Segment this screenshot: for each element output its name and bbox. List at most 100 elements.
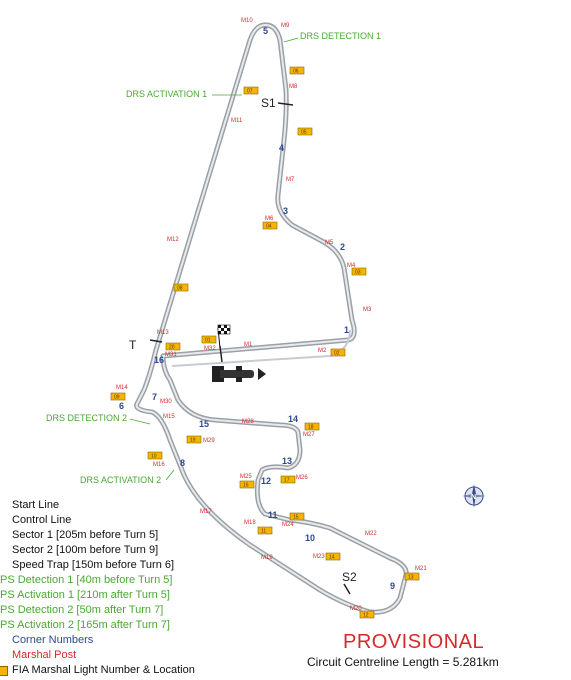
marshal-post: M28 (242, 419, 254, 425)
marshal-post: M21 (415, 566, 427, 572)
marshal-light: 01 (201, 335, 217, 344)
marshal-light: 04 (262, 221, 278, 230)
sector-2-line (343, 583, 351, 595)
compass-icon: N (462, 484, 486, 508)
svg-text:06: 06 (293, 69, 299, 75)
drs-detection-1-label: DRS DETECTION 1 (300, 31, 381, 41)
marshal-posts: M1 M2 M3 M4 M5 M6 M7 M8 M9 M10 M11 M12 M… (116, 18, 427, 612)
svg-text:12: 12 (363, 613, 369, 619)
sector-1-label: S1 (261, 96, 276, 110)
corner-number: 3 (283, 206, 288, 216)
svg-text:13: 13 (408, 575, 414, 581)
marshal-light: 19 (186, 435, 202, 444)
corner-number: 10 (305, 533, 315, 543)
legend-item: PS Detection 1 [40m before Turn 5] (0, 574, 173, 586)
marshal-post: M7 (286, 177, 295, 183)
marshal-post: M3 (363, 307, 372, 313)
marshal-light: 07 (243, 86, 259, 95)
drs-detection-2-label: DRS DETECTION 2 (46, 413, 127, 423)
marshal-post: M31 (165, 352, 177, 358)
marshal-light: 08 (173, 283, 189, 292)
marshal-post: M30 (160, 399, 172, 405)
svg-text:09: 09 (114, 395, 120, 401)
sector-1-line (277, 102, 294, 106)
corner-number: 1 (344, 325, 349, 335)
marshal-light: 10 (147, 451, 163, 460)
drs-activation-2-leader (165, 469, 175, 481)
marshal-post: M24 (282, 522, 294, 528)
pit-lane (171, 329, 351, 367)
marshal-post: M19 (261, 555, 273, 561)
corner-number: 8 (180, 458, 185, 468)
corner-number: 15 (199, 419, 209, 429)
provisional-label: PROVISIONAL (343, 631, 485, 653)
svg-text:03: 03 (355, 270, 361, 276)
marshal-light: 09 (110, 392, 126, 401)
marshal-post: M8 (289, 84, 298, 90)
svg-text:20: 20 (169, 345, 175, 351)
marshal-light: 12 (359, 610, 375, 619)
corner-number: 2 (340, 242, 345, 252)
race-car-icon (212, 366, 266, 382)
checkered-flag-icon (217, 324, 231, 349)
speed-trap-line (149, 339, 163, 343)
svg-text:19: 19 (190, 438, 196, 444)
marshal-post: M27 (303, 432, 315, 438)
marshal-post: M5 (325, 240, 334, 246)
marshal-post: M15 (163, 414, 175, 420)
marshal-light: 18 (304, 422, 320, 431)
marshal-light: 16 (239, 480, 255, 489)
marshal-light: 15 (289, 512, 305, 521)
drs-detection-1-leader (283, 37, 299, 43)
marshal-light: 13 (404, 572, 420, 581)
svg-text:10: 10 (151, 454, 157, 460)
speed-trap-label: T (129, 338, 137, 352)
marshal-post: M6 (265, 216, 274, 222)
corner-numbers: 1 2 3 4 5 6 7 8 9 10 11 12 13 14 15 16 (119, 26, 395, 591)
corner-number: 4 (279, 143, 284, 153)
svg-text:02: 02 (334, 351, 340, 357)
corner-number: 13 (282, 456, 292, 466)
marshal-light: 17 (280, 475, 296, 484)
drs-detection-2-leader (129, 418, 151, 425)
corner-number: 14 (288, 414, 298, 424)
marshal-post: M16 (153, 462, 165, 468)
legend-item: 2Marshal Post (12, 649, 77, 661)
legend-item: Speed Trap [150m before Turn 6] (12, 559, 175, 571)
centreline-length: Circuit Centreline Length = 5.281km (307, 655, 499, 669)
marshal-post: M32 (204, 346, 216, 352)
marshal-post: M18 (244, 520, 256, 526)
svg-text:05: 05 (301, 130, 307, 136)
marshal-light: 11 (257, 526, 273, 535)
marshal-light-symbol (0, 666, 8, 676)
marshal-light: 03 (351, 267, 367, 276)
legend-item: PS Activation 2 [165m after Turn 7] (0, 619, 170, 631)
marshal-post: M2 (318, 348, 327, 354)
legend: Start Line Control Line Sector 1 [205m b… (0, 498, 300, 678)
marshal-post: M9 (281, 23, 290, 29)
marshal-post: M11 (231, 118, 243, 124)
marshal-post: M25 (240, 474, 252, 480)
drs-activation-1-label: DRS ACTIVATION 1 (126, 89, 207, 99)
svg-text:07: 07 (247, 89, 253, 95)
svg-text:11: 11 (261, 529, 266, 535)
svg-text:08: 08 (177, 286, 183, 292)
marshal-light: 05 (297, 127, 313, 136)
corner-number: 11 (268, 510, 278, 520)
marshal-post: M1 (244, 342, 253, 348)
marshal-post: M22 (365, 531, 377, 537)
marshal-lights: 01 02 03 04 05 06 07 08 09 10 11 12 13 1… (110, 66, 420, 619)
drs-activation-2-label: DRS ACTIVATION 2 (80, 475, 161, 485)
sector-2-label: S2 (342, 570, 357, 584)
marshal-light: 14 (325, 552, 341, 561)
legend-item: PS Activation 1 [210m after Turn 5] (0, 589, 170, 601)
svg-text:18: 18 (308, 425, 314, 431)
svg-text:15: 15 (293, 515, 299, 521)
svg-text:16: 16 (243, 483, 249, 489)
marshal-post: M14 (116, 385, 128, 391)
legend-item: FIA Marshal Light Number & Location (0, 663, 300, 678)
legend-item: Start Line (12, 499, 60, 511)
marshal-light: 02 (330, 348, 346, 357)
svg-text:N: N (471, 494, 476, 501)
